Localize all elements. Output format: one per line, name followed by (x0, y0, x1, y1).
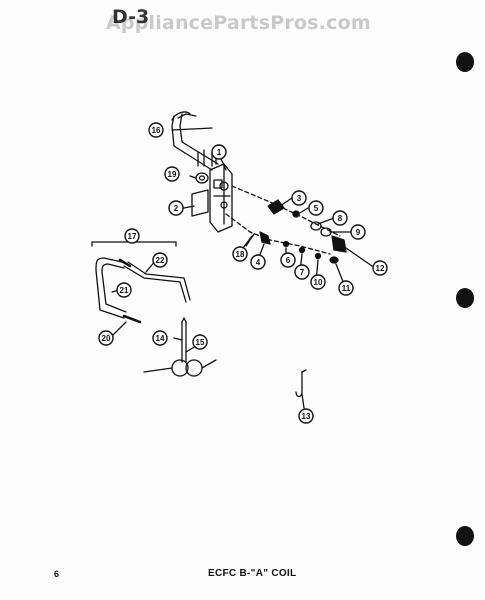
callout-label-12: 12 (376, 264, 385, 273)
callout-label-7: 7 (300, 268, 305, 277)
callout-labels: 1 2 3 5 8 9 12 11 10 7 6 4 18 19 16 17 2… (102, 126, 385, 421)
callout-label-3: 3 (297, 194, 302, 203)
page-number: 6 (54, 569, 60, 579)
callout-label-20: 20 (102, 334, 111, 343)
part-12-nozzle (331, 235, 347, 253)
callout-label-17: 17 (128, 232, 137, 241)
part-22-tube (123, 261, 191, 303)
part-13-hook (295, 369, 307, 409)
section-code: D-3 (112, 6, 150, 28)
callout-label-13: 13 (302, 412, 311, 421)
callout-label-14: 14 (156, 334, 165, 343)
callout-circles (98, 122, 388, 424)
part-1-bracket (209, 149, 233, 233)
callout-label-1: 1 (217, 148, 222, 157)
punch-hole-icon (456, 288, 474, 308)
callout-label-22: 22 (156, 256, 165, 265)
callout-label-8: 8 (338, 214, 343, 223)
callout-label-10: 10 (314, 278, 323, 287)
diagram-caption: ECFC B-"A" COIL (208, 568, 297, 579)
part-14-clamp (143, 317, 217, 377)
callout-label-9: 9 (356, 228, 361, 237)
part-19-grommet (195, 172, 209, 184)
watermark: AppliancePartsPros.com (106, 12, 371, 34)
callout-label-16: 16 (152, 126, 161, 135)
callout-label-4: 4 (256, 258, 261, 267)
part-2-plate (191, 189, 209, 217)
part-16-pipe (171, 111, 219, 171)
callout-label-5: 5 (314, 204, 319, 213)
part-3-fitting (267, 199, 285, 215)
part-4-fitting (259, 231, 271, 245)
callout-label-21: 21 (120, 286, 129, 295)
punch-hole-icon (456, 526, 474, 546)
callout-label-6: 6 (286, 256, 291, 265)
punch-hole-icon (456, 52, 474, 72)
callout-label-19: 19 (168, 170, 177, 179)
callout-label-11: 11 (342, 284, 351, 293)
part-21-tube (95, 257, 127, 319)
callout-label-15: 15 (196, 338, 205, 347)
callout-label-18: 18 (236, 250, 245, 259)
callout-label-2: 2 (174, 204, 179, 213)
